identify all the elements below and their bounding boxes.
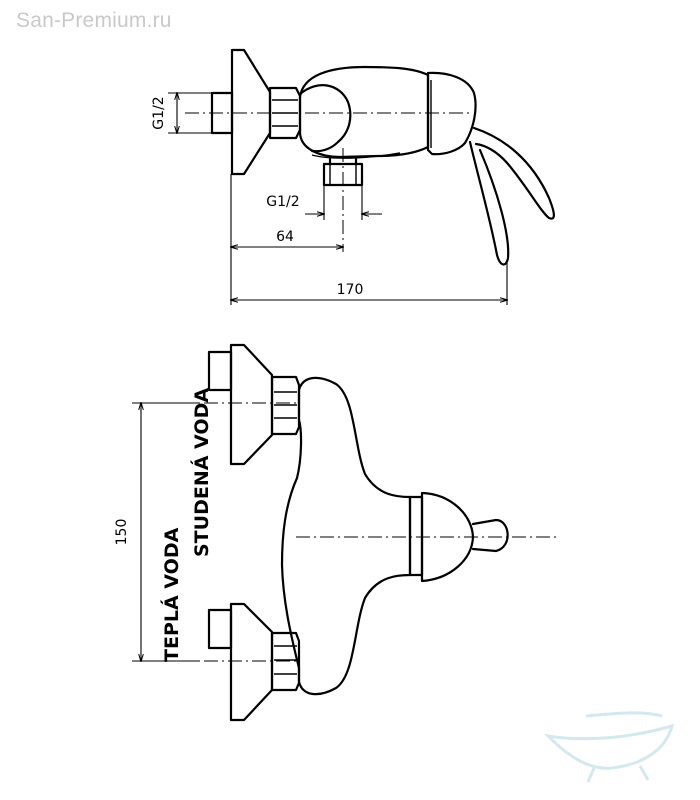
side-handle-housing xyxy=(426,71,477,156)
dim-170-label: 170 xyxy=(337,282,364,298)
front-bottom-inlet-nut xyxy=(207,608,233,650)
front-handle-knob xyxy=(471,518,509,553)
side-mixer-body xyxy=(298,65,430,159)
front-top-inlet-nut xyxy=(207,350,233,392)
front-top-hex xyxy=(270,375,301,436)
hot-water-label: TEPLÁ VODA xyxy=(160,527,183,662)
front-bottom-escutcheon xyxy=(229,602,274,722)
front-top-escutcheon xyxy=(229,343,274,466)
cold-water-label: STUDENÁ VODA xyxy=(190,388,213,557)
front-view: 150 STUDENÁ VODA TEPLÁ VODA xyxy=(114,343,560,722)
thread-bottom-label: G1/2 xyxy=(266,194,299,210)
site-watermark: San-Premium.ru xyxy=(16,9,172,32)
side-lever xyxy=(468,140,510,266)
side-view: G1/2 G1/2 64 170 xyxy=(151,48,555,305)
front-mixer-body xyxy=(280,376,412,696)
dim-64-label: 64 xyxy=(276,229,294,245)
side-escutcheon xyxy=(230,48,272,176)
side-lever-ghost xyxy=(472,126,555,220)
dim-150-label: 150 xyxy=(114,519,130,546)
bathtub-logo-watermark xyxy=(543,711,675,783)
thread-left-label: G1/2 xyxy=(151,96,167,129)
front-cartridge-ring xyxy=(408,495,424,577)
side-dome-curve xyxy=(298,84,352,153)
